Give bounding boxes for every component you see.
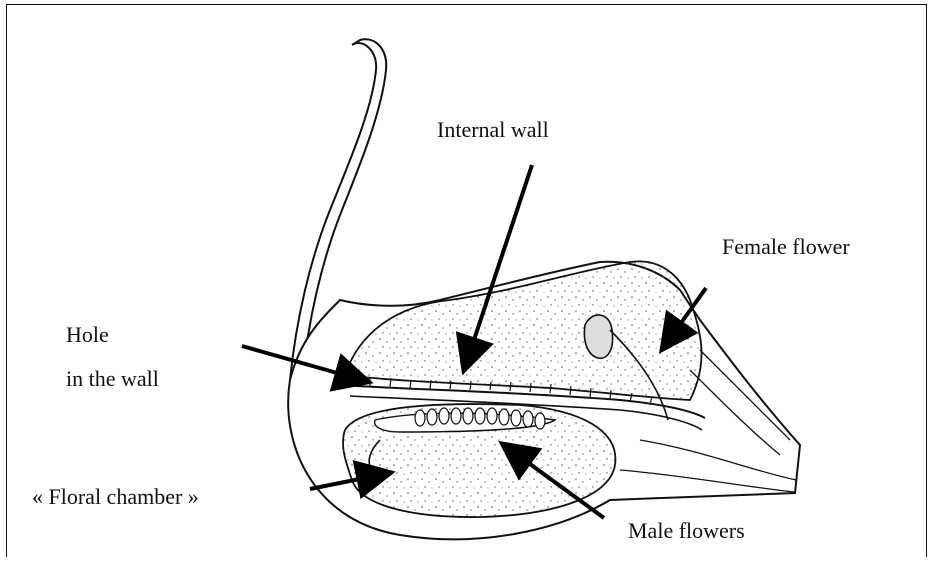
female-flower <box>584 315 612 358</box>
label-internal-wall: Internal wall <box>437 117 549 143</box>
label-hole-line2: in the wall <box>66 366 159 392</box>
label-female-flower: Female flower <box>722 234 850 260</box>
label-male-flowers: Male flowers <box>628 518 745 544</box>
label-floral-chamber: « Floral chamber » <box>32 484 199 510</box>
label-hole-line1: Hole <box>66 322 109 348</box>
